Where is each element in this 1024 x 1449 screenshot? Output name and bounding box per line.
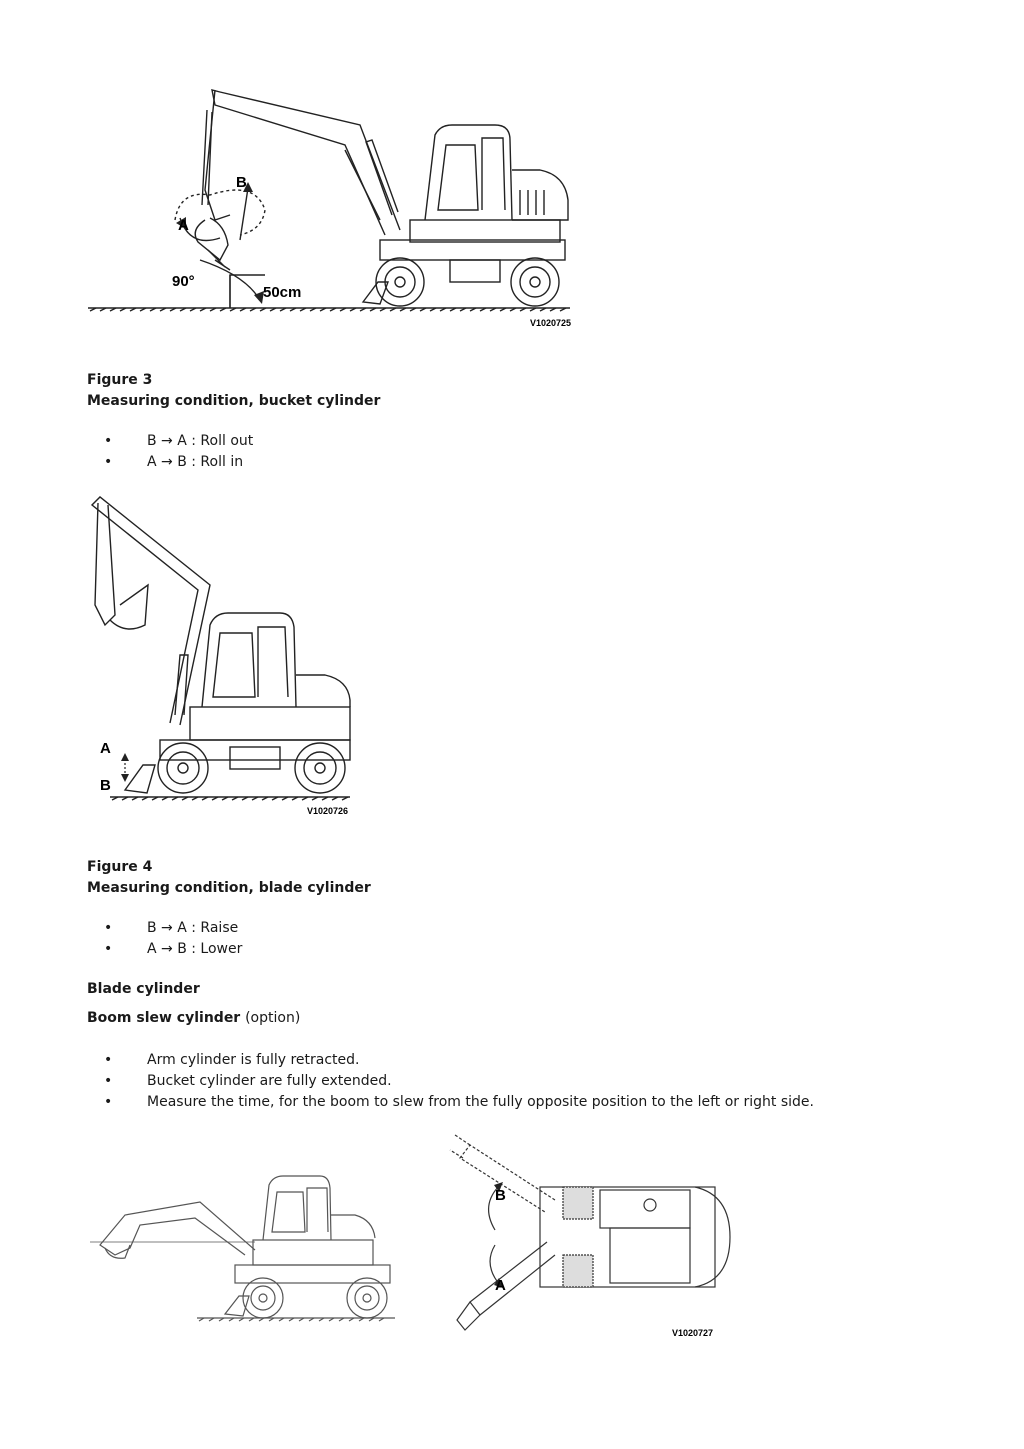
figure4-bullet-list: • B → A : Raise • A → B : Lower <box>87 918 242 960</box>
bullet-dot: • <box>104 1052 113 1068</box>
boom-slew-suffix: (option) <box>245 1010 301 1026</box>
figure1-code: V1020725 <box>530 318 571 328</box>
bullet-dot: • <box>104 454 113 470</box>
figure5-label-b: B <box>495 1187 506 1204</box>
figure4-number: Figure 4 <box>87 859 153 875</box>
bullet-dot: • <box>104 920 113 936</box>
bullet-text: A → B : Lower <box>147 941 243 957</box>
list-item: • A → B : Lower <box>87 939 242 960</box>
figure2-label-b: B <box>100 777 111 794</box>
bullet-dot: • <box>104 941 113 957</box>
boom-slew-bullet-list: • Arm cylinder is fully retracted. • Bucke… <box>87 1050 814 1113</box>
bullet-text: Bucket cylinder are fully extended. <box>147 1073 392 1089</box>
bullet-text: A → B : Roll in <box>147 454 244 470</box>
bullet-dot: • <box>104 1073 113 1089</box>
list-item: • B → A : Roll out <box>87 431 253 452</box>
figure1-label-a: A <box>178 217 189 234</box>
figure4-caption: Measuring condition, blade cylinder <box>87 880 371 896</box>
bullet-text: Arm cylinder is fully retracted. <box>147 1052 360 1068</box>
figure5-code: V1020727 <box>672 1328 713 1338</box>
list-item: • A → B : Roll in <box>87 452 253 473</box>
list-item: • B → A : Raise <box>87 918 242 939</box>
bullet-text: B → A : Roll out <box>147 433 254 449</box>
boom-slew-title: Boom slew cylinder <box>87 1010 241 1026</box>
figure2-label-a: A <box>100 740 111 757</box>
bullet-dot: • <box>104 433 113 449</box>
figure1-label-b: B <box>236 174 247 191</box>
figure-blade-cylinder-illustration: A B V1020726 <box>90 496 351 816</box>
boom-slew-heading: Boom slew cylinder (option) <box>87 1010 300 1026</box>
figure3-bullet-list: • B → A : Roll out • A → B : Roll in <box>87 431 253 473</box>
figure2-code: V1020726 <box>307 806 348 816</box>
figure1-height-label: 50cm <box>263 284 301 301</box>
figure3-number: Figure 3 <box>87 372 153 388</box>
bullet-dot: • <box>104 1094 113 1110</box>
figure5-label-a: A <box>495 1277 506 1294</box>
figure1-angle-label: 90° <box>172 273 195 290</box>
blade-cylinder-heading: Blade cylinder <box>87 981 200 997</box>
bullet-text: B → A : Raise <box>147 920 239 936</box>
list-item: • Bucket cylinder are fully extended. <box>87 1071 814 1092</box>
figure-boom-slew-illustration: B A V1020727 <box>90 1134 731 1338</box>
figure3-caption: Measuring condition, bucket cylinder <box>87 393 381 409</box>
list-item: • Arm cylinder is fully retracted. <box>87 1050 814 1071</box>
list-item: • Measure the time, for the boom to slew … <box>87 1092 814 1113</box>
figure-bucket-cylinder-illustration: A B 90° 50cm V1020725 <box>88 89 571 328</box>
bullet-text: Measure the time, for the boom to slew f… <box>147 1094 814 1110</box>
